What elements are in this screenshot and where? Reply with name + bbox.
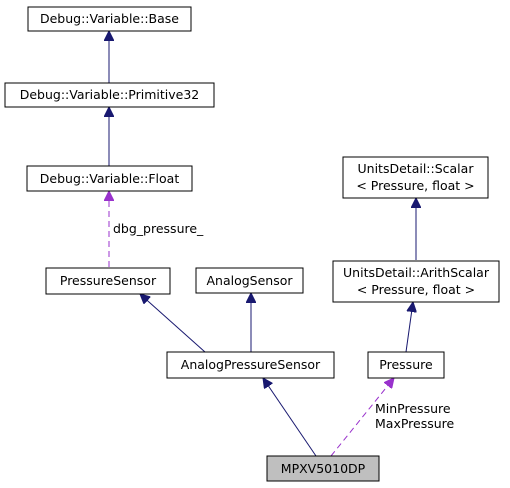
class-node-label: Debug::Variable::Base bbox=[40, 11, 179, 26]
class-node-label: Pressure bbox=[379, 357, 433, 372]
class-node-label: AnalogPressureSensor bbox=[181, 357, 321, 372]
edge-mpxv-to-pressure bbox=[330, 378, 394, 457]
edge-label-min-pressure: MinPressure bbox=[375, 401, 451, 416]
class-node-label: Debug::Variable::Float bbox=[40, 171, 180, 186]
class-node-analog-pressure-sensor[interactable]: AnalogPressureSensor bbox=[166, 351, 335, 379]
class-node-units-arith-scalar[interactable]: UnitsDetail::ArithScalar < Pressure, flo… bbox=[332, 260, 500, 303]
class-node-debug-variable-primitive32[interactable]: Debug::Variable::Primitive32 bbox=[4, 82, 215, 108]
class-node-label: Debug::Variable::Primitive32 bbox=[20, 87, 200, 102]
edge-label-max-pressure: MaxPressure bbox=[375, 416, 455, 431]
class-node-debug-variable-float[interactable]: Debug::Variable::Float bbox=[26, 165, 193, 192]
edge-analog-pressure-sensor-to-pressure-sensor bbox=[140, 294, 206, 353]
edge-pressure-to-arith-scalar bbox=[405, 302, 413, 353]
class-node-label-line1: UnitsDetail::Scalar bbox=[358, 161, 475, 176]
class-node-label: MPXV5010DP bbox=[281, 461, 366, 476]
class-node-mpxv5010dp[interactable]: MPXV5010DP bbox=[266, 455, 380, 482]
class-node-analog-sensor[interactable]: AnalogSensor bbox=[195, 267, 304, 294]
class-node-label: AnalogSensor bbox=[206, 273, 293, 288]
class-node-label-line1: UnitsDetail::ArithScalar bbox=[343, 265, 490, 280]
edge-label-dbg-pressure: dbg_pressure_ bbox=[113, 221, 204, 236]
class-node-label: PressureSensor bbox=[60, 273, 157, 288]
class-node-label-line2: < Pressure, float > bbox=[356, 178, 474, 193]
class-node-label-line2: < Pressure, float > bbox=[357, 282, 475, 297]
edge-mpxv-to-analog-pressure-sensor bbox=[263, 378, 317, 457]
class-node-pressure-sensor[interactable]: PressureSensor bbox=[45, 267, 171, 295]
class-node-pressure[interactable]: Pressure bbox=[367, 351, 445, 379]
class-node-units-scalar[interactable]: UnitsDetail::Scalar < Pressure, float > bbox=[342, 156, 489, 199]
class-node-debug-variable-base[interactable]: Debug::Variable::Base bbox=[27, 6, 192, 32]
